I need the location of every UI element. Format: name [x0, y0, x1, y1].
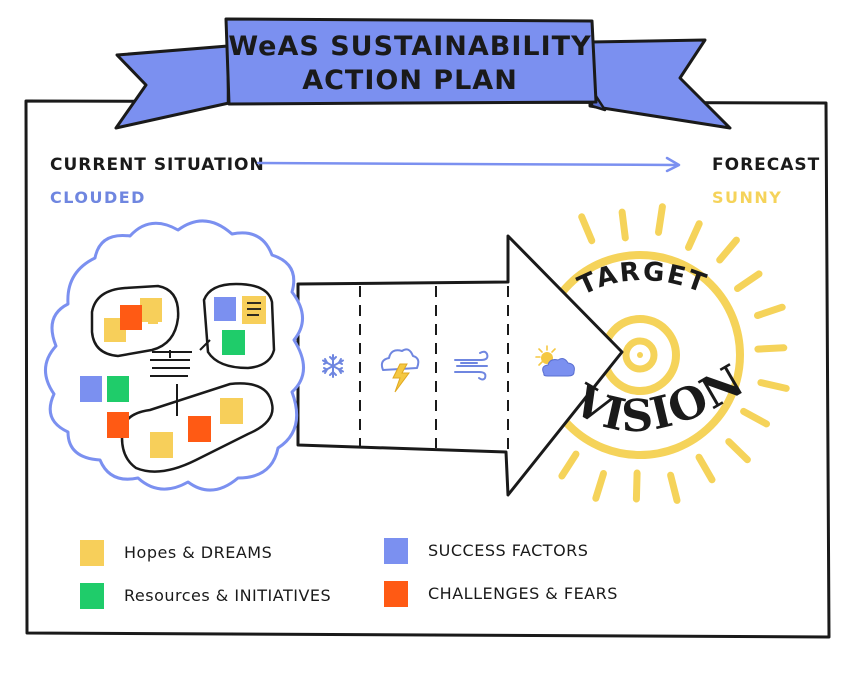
sun-behind-cloud-icon — [535, 345, 575, 377]
forecast-status-sunny: SUNNY — [712, 188, 782, 207]
legend-label-hopes: Hopes & DREAMS — [124, 543, 272, 562]
legend-swatch-success — [384, 538, 408, 564]
wind-icon — [454, 350, 489, 381]
sun-ray — [558, 450, 580, 480]
sticky-success — [214, 297, 236, 321]
sun-ray — [655, 203, 666, 236]
progress-arrow — [296, 234, 624, 497]
legend-label-challenges: CHALLENGES & FEARS — [428, 584, 618, 603]
sticky-resource — [222, 330, 245, 355]
current-status-clouded: CLOUDED — [50, 188, 146, 207]
legend-item-resources: Resources & INITIATIVES — [80, 583, 331, 609]
legend-item-success: SUCCESS FACTORS — [384, 538, 588, 564]
legend-swatch-hopes — [80, 540, 104, 566]
sun-ray — [667, 471, 681, 504]
sun-ray — [578, 213, 596, 245]
legend-label-resources: Resources & INITIATIVES — [124, 586, 331, 605]
factor-group-top-right — [202, 282, 276, 370]
sticky-hope — [148, 314, 158, 324]
target-inner-ring — [622, 337, 658, 373]
legend-label-success: SUCCESS FACTORS — [428, 541, 588, 560]
sun-rays — [558, 203, 790, 504]
sticky-resource — [107, 376, 129, 402]
sun-ray — [734, 270, 763, 292]
banner-center — [224, 17, 598, 106]
sun-ray — [725, 438, 751, 464]
legend-item-hopes: Hopes & DREAMS — [80, 540, 272, 566]
banner-title-line2: ACTION PLAN — [302, 65, 518, 96]
current-situation-label: CURRENT SITUATION — [50, 155, 265, 175]
timeline-arrow-head — [665, 156, 681, 173]
sticky-challenge — [188, 416, 211, 442]
legend-item-challenges: CHALLENGES & FEARS — [384, 581, 618, 607]
current-situation-cloud — [44, 219, 305, 492]
thunderstorm-icon — [380, 348, 420, 393]
timeline-arrow — [256, 156, 681, 173]
forecast-label: FORECAST — [712, 155, 820, 175]
sun-ray — [695, 453, 716, 484]
legend-swatch-challenges — [384, 581, 408, 607]
sticky-hope-lines — [247, 302, 261, 316]
snowflake-icon — [322, 354, 344, 378]
banner-title-line1: WeAS SUSTAINABILITY — [228, 31, 591, 62]
sun-ray — [757, 379, 790, 392]
sun-ray — [740, 407, 770, 428]
sticky-hope-lined — [242, 296, 266, 324]
sticky-challenge — [120, 305, 142, 330]
sun-ray — [685, 220, 703, 251]
factor-group-top-left — [90, 284, 180, 358]
sticky-hope — [150, 432, 173, 458]
factor-group-bottom — [120, 382, 274, 473]
legend: Hopes & DREAMS Resources & INITIATIVES S… — [80, 538, 618, 609]
sticky-hope — [220, 398, 243, 424]
sun-ray — [716, 236, 740, 264]
sun-ray — [632, 469, 641, 503]
sun-ray — [592, 470, 607, 502]
target-bullseye — [637, 352, 643, 358]
sun-ray — [754, 303, 786, 319]
sun-ray — [618, 208, 629, 242]
sticky-success — [80, 376, 102, 402]
title-banner: WeAS SUSTAINABILITY ACTION PLAN — [114, 17, 732, 130]
sticky-challenge — [107, 412, 129, 438]
timeline-arrow-line — [256, 161, 680, 167]
central-note-lines — [150, 351, 192, 377]
legend-swatch-resources — [80, 583, 104, 609]
sun-ray — [754, 344, 788, 353]
